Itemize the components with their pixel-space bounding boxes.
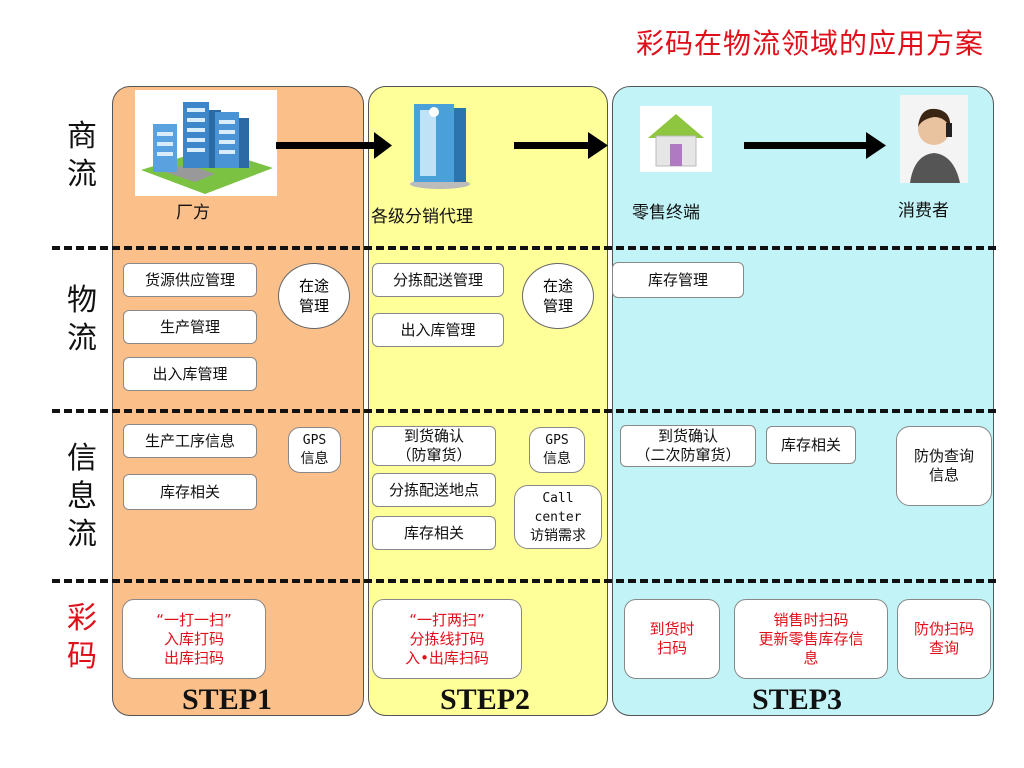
row-label-code: 彩码 — [67, 601, 97, 674]
retail-label: 零售终端 — [632, 203, 700, 223]
code-arrival-scan-box: 到货时扫码 — [624, 599, 720, 679]
row-label-logistics: 物流 — [67, 283, 97, 356]
step2-label: STEP2 — [440, 683, 531, 716]
agent-label: 各级分销代理 — [371, 207, 473, 227]
secondary-arrival-confirm-box: 到货确认（二次防窜货） — [620, 425, 756, 467]
code-step2-box: “一打两扫”分拣线打码入•出库扫码 — [372, 599, 522, 679]
distribution-tower-icon — [410, 104, 470, 189]
flow-arrows — [276, 132, 886, 159]
inventory-related-box: 库存相关 — [766, 426, 856, 464]
consumer-person-icon — [900, 95, 968, 183]
inventory-management-box: 库存管理 — [612, 262, 744, 298]
in-transit-circle: 在途管理 — [522, 263, 594, 329]
sorting-location-box: 分拣配送地点 — [372, 473, 496, 507]
production-management-box: 生产管理 — [123, 310, 257, 344]
inventory-related-box: 库存相关 — [372, 516, 496, 550]
row-divider — [52, 579, 996, 583]
sorting-delivery-box: 分拣配送管理 — [372, 263, 504, 297]
code-step1-box: “一打一扫”入库打码出库扫码 — [122, 599, 266, 679]
retail-house-icon — [640, 106, 712, 172]
process-info-box: 生产工序信息 — [123, 424, 257, 458]
page-title: 彩码在物流领域的应用方案 — [635, 27, 984, 60]
code-anti-counterfeit-box: 防伪扫码查询 — [897, 599, 991, 679]
row-label-info: 信息流 — [67, 441, 97, 552]
row-divider — [52, 246, 996, 250]
supply-management-box: 货源供应管理 — [123, 263, 257, 297]
code-sale-scan-box: 销售时扫码更新零售库存信息 — [734, 599, 888, 679]
factory-label: 厂方 — [176, 203, 210, 223]
row-label-commerce: 商流 — [67, 119, 97, 192]
factory-buildings-icon — [135, 90, 277, 196]
consumer-label: 消费者 — [898, 201, 949, 221]
anti-counterfeit-info-box: 防伪查询信息 — [896, 426, 992, 506]
row-divider — [52, 409, 996, 413]
in-transit-circle: 在途管理 — [278, 263, 350, 329]
step3-label: STEP3 — [752, 683, 843, 716]
step1-label: STEP1 — [182, 683, 273, 716]
arrival-confirm-box: 到货确认（防窜货） — [372, 426, 496, 466]
warehouse-management-box: 出入库管理 — [123, 357, 257, 391]
inventory-related-box: 库存相关 — [123, 474, 257, 510]
warehouse-management-box: 出入库管理 — [372, 313, 504, 347]
